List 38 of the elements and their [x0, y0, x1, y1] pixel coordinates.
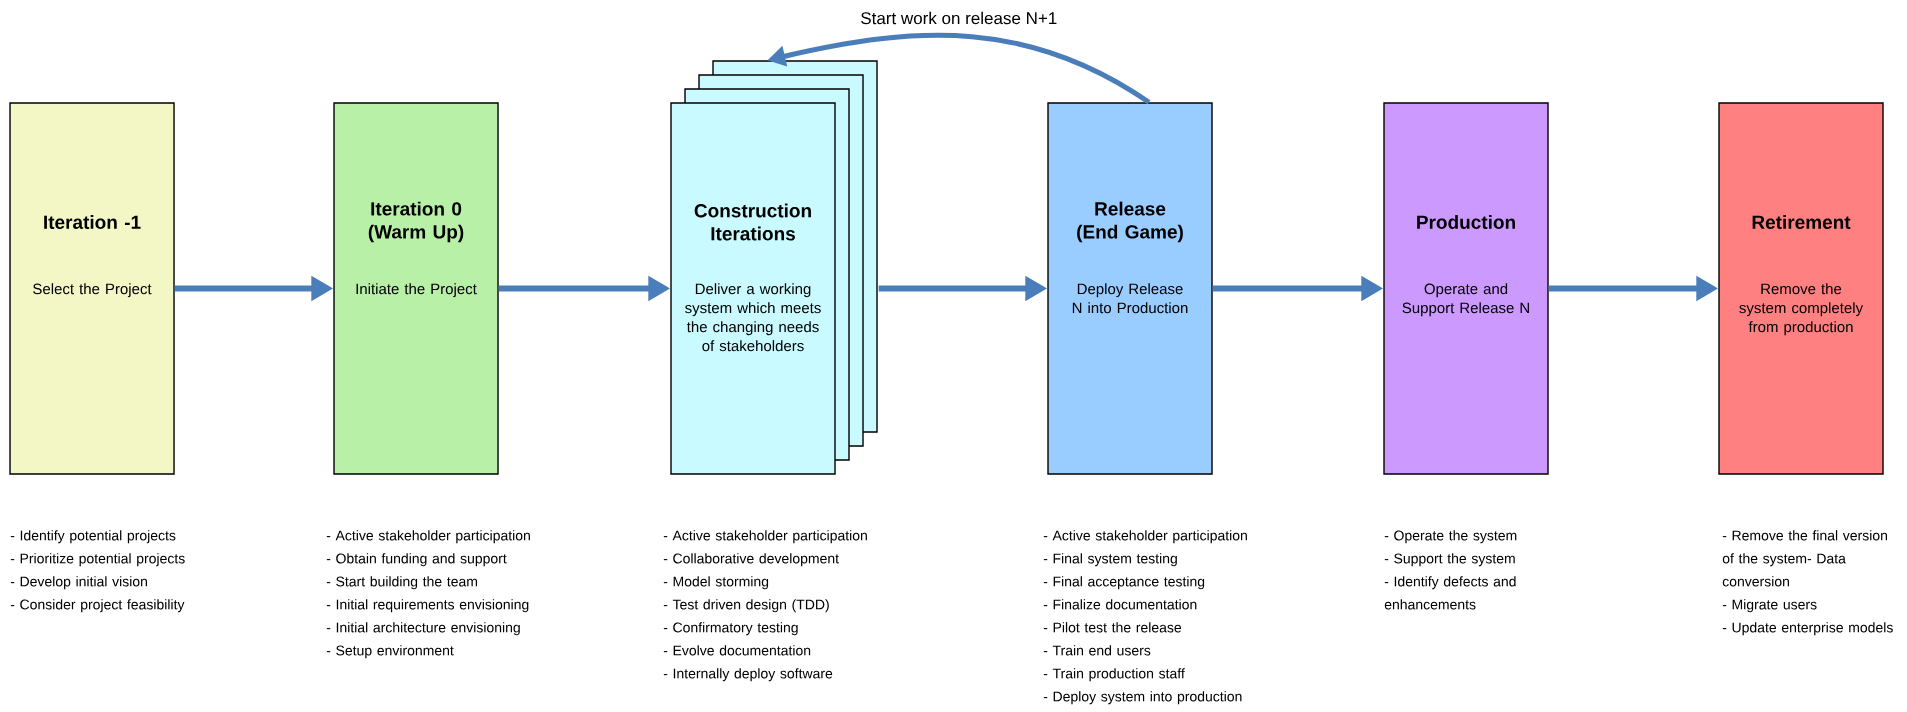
- edge-label: Start work on release N+1: [858, 9, 1060, 27]
- node-label: - Active stakeholder participation: [326, 530, 530, 544]
- node-label: - Final acceptance testing: [1043, 576, 1205, 590]
- node-label: - Train end users: [1043, 645, 1151, 656]
- bullet-list: - Remove the final version of the system- Data conversion - Migrate users - Update enterprise models: [1722, 530, 1893, 636]
- node-label: - Initial architecture envisioning: [326, 622, 520, 636]
- node-label: - Evolve documentation: [663, 645, 811, 656]
- bullet-list: - Active stakeholder participation - Collaborative development - Model storming - Test driven design (TDD) - Confirmatory testing - Evolve documentation - Internally deploy software: [663, 530, 867, 682]
- node-label: - Final system testing: [1043, 553, 1177, 567]
- process-box: Iteration 0 (Warm Up) Initiate the Project: [333, 102, 499, 475]
- node-label: - Active stakeholder participation: [663, 530, 867, 544]
- node-label: - Deploy system into production: [1043, 691, 1242, 705]
- node-label: - Pilot test the release: [1043, 622, 1182, 633]
- process-box: Retirement Remove the system completely from production: [1718, 102, 1884, 475]
- process-box: Production Operate and Support Release N: [1383, 102, 1549, 475]
- node-label: - Confirmatory testing: [663, 622, 798, 636]
- node-label: - Obtain funding and support: [326, 553, 507, 567]
- bullet-list: - Identify potential projects - Prioritize potential projects - Develop initial vision - Consider project feasibility: [10, 530, 185, 613]
- process-box: Iteration -1 Select the Project: [9, 102, 175, 475]
- node-label: - Internally deploy software: [663, 668, 833, 682]
- bullet-list: - Active stakeholder participation - Final system testing - Final acceptance testing - Finalize documentation - Pilot test the release - Train end users - Train production staff - Deploy system into production: [1043, 530, 1247, 705]
- node-label: - Identify potential projects: [10, 530, 176, 544]
- node-label: - Prioritize potential projects: [10, 553, 185, 567]
- node-label: - Train production staff: [1043, 668, 1185, 682]
- node-label: - Collaborative development: [663, 553, 839, 567]
- node-label: - Initial requirements envisioning: [326, 599, 529, 613]
- node-label: - Active stakeholder participation: [1043, 530, 1247, 544]
- node-label: - Setup environment: [326, 645, 454, 659]
- node-label: - Start building the team: [326, 576, 478, 590]
- bullet-list: - Operate the system - Support the system - Identify defects and enhancements: [1384, 530, 1517, 610]
- node-label: - Model storming: [663, 576, 769, 590]
- node-label: - Consider project feasibility: [10, 599, 185, 613]
- node-label: - Test driven design (TDD): [663, 599, 829, 613]
- node-label: - Finalize documentation: [1043, 599, 1197, 610]
- bullet-list: - Active stakeholder participation - Obtain funding and support - Start building the team - Initial requirements envisioning - Initial architecture envisioning - Setup environment: [326, 530, 530, 659]
- process-box: Release (End Game) Deploy Release N into Production: [1047, 102, 1213, 475]
- process-box: Construction Iterations Deliver a working system which meets the changing needs of stakeholders: [670, 60, 878, 475]
- node-label: - Develop initial vision: [10, 576, 147, 590]
